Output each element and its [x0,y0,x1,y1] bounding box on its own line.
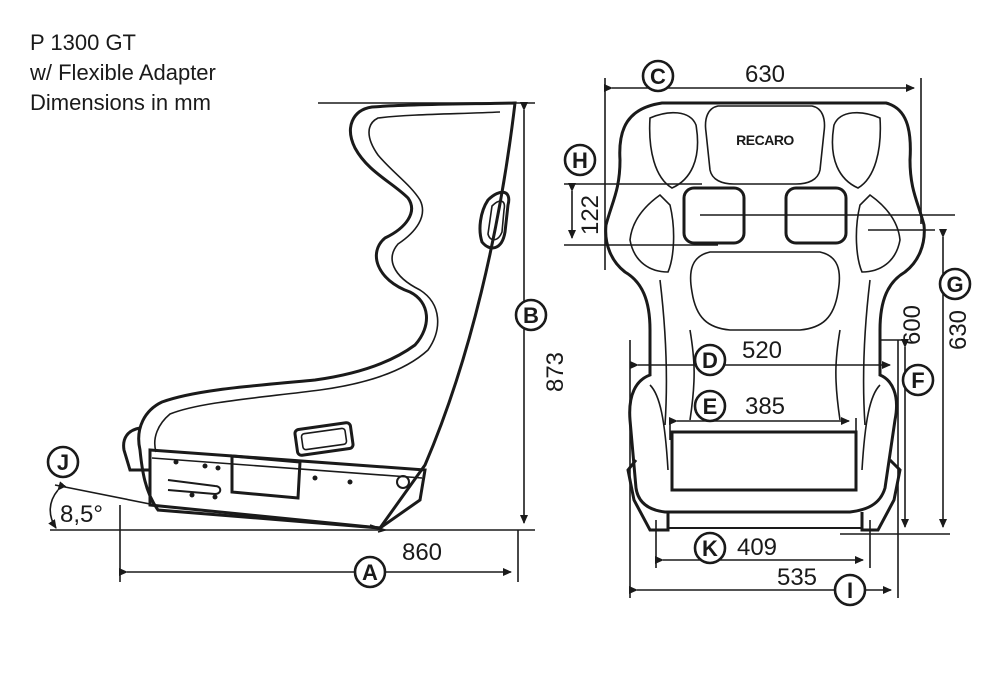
side-shell-outline [137,101,517,530]
dim-letter-b: B [523,303,539,328]
front-shell-outline [604,101,926,514]
front-tab [293,421,355,457]
dim-letter-e: E [703,394,718,419]
dim-value-d: 520 [742,337,782,364]
dim-value-f: 600 [899,305,926,345]
dim-letter-a: A [362,560,378,585]
dim-badge-i: I [833,573,867,607]
adapter-note: w/ Flexible Adapter [30,60,216,85]
dim-badge-g: G [938,267,972,301]
dim-value-i: 535 [777,564,817,591]
dim-letter-d: D [702,348,718,373]
dim-badge-k: K [693,531,727,565]
dim-letter-c: C [650,64,666,89]
dim-letter-f: F [911,368,924,393]
logo-plate [704,105,826,185]
seat-cushion [670,430,858,492]
seat-front-view: RECARO [604,101,926,532]
dim-value-b: 873 [542,352,569,392]
dim-badge-c: C [641,59,675,93]
belt-slot [478,190,511,250]
dim-badge-h: H [563,143,597,177]
dim-value-j: 8,5° [60,501,103,528]
mount-hole [396,475,410,489]
dim-arc-j [48,481,67,529]
dim-value-k: 409 [737,534,777,561]
dim-value-h: 122 [577,195,604,235]
back-pad [689,251,841,331]
dim-badge-b: B [514,298,548,332]
dim-letter-j: J [57,450,69,475]
dim-badge-d: D [693,343,727,377]
side-rail [148,448,427,530]
dim-value-a: 860 [402,539,442,566]
model-name: P 1300 GT [30,30,136,55]
dim-badge-f: F [901,363,935,397]
units-note: Dimensions in mm [30,90,211,115]
dim-letter-g: G [946,272,963,297]
dim-badge-e: E [693,389,727,423]
dim-badge-a: A [353,555,387,589]
brand-logo-text: RECARO [736,132,794,148]
dim-value-g: 630 [945,310,972,350]
adapter-plate [230,454,302,500]
diagram-caption: P 1300 GT w/ Flexible Adapter Dimensions… [30,28,216,118]
seat-side-view [122,101,517,533]
dim-value-c: 630 [745,61,785,88]
side-shell-inner-lip [154,111,501,453]
dim-letter-i: I [847,578,853,603]
dim-letter-h: H [572,148,588,173]
dim-value-e: 385 [745,393,785,420]
dim-letter-k: K [702,536,718,561]
dim-badge-j: J [46,445,80,479]
